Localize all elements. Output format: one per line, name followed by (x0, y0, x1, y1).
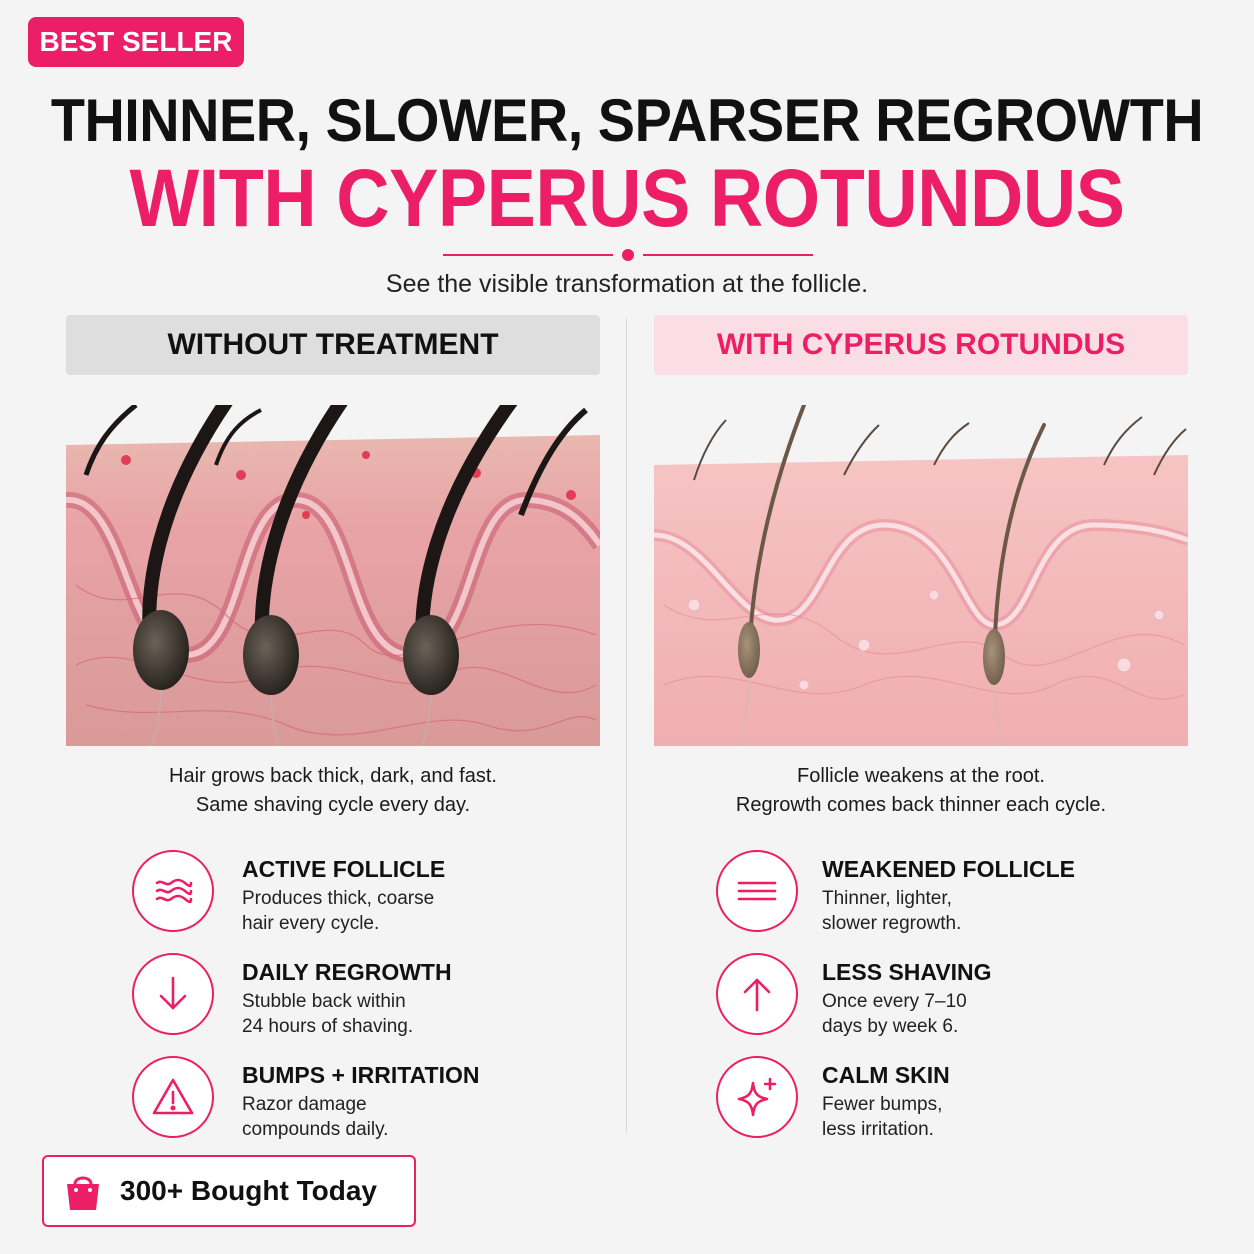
feature-desc-line: slower regrowth. (822, 913, 962, 934)
feature-desc-line: Once every 7–10 (822, 991, 967, 1012)
feature-title: DAILY REGROWTH (242, 959, 452, 985)
feature-title: CALM SKIN (822, 1062, 950, 1088)
with-cyperus-caption: Follicle weakens at the root. Regrowth c… (654, 762, 1188, 820)
feature-desc-line: less irritation. (822, 1119, 934, 1140)
shopping-bag-icon (67, 1176, 99, 1210)
feature-desc-line: 24 hours of shaving. (242, 1016, 414, 1037)
feature-title: LESS SHAVING (822, 959, 992, 985)
headline-line-2: WITH CYPERUS ROTUNDUS (129, 153, 1125, 244)
feature-desc-line: Razor damage (242, 1094, 367, 1115)
without-treatment-features: ACTIVE FOLLICLE Produces thick, coarse h… (66, 850, 600, 1159)
caption-line: Regrowth comes back thinner each cycle. (735, 794, 1107, 816)
without-treatment-header: WITHOUT TREATMENT (66, 315, 600, 375)
subtitle: See the visible transformation at the fo… (385, 270, 869, 298)
feature-desc-line: compounds daily. (242, 1119, 389, 1140)
bought-today-label: 300+ Bought Today (120, 1175, 377, 1206)
with-cyperus-column: WITH CYPERUS ROTUNDUS (654, 315, 1188, 1159)
feature-desc-line: Fewer bumps, (822, 1094, 943, 1115)
feature-bumps-irritation: BUMPS + IRRITATION Razor damage compound… (66, 1056, 600, 1159)
feature-desc: Razor damage compounds daily. (242, 1092, 479, 1142)
column-divider (626, 318, 627, 1133)
untreated-skin-illustration (66, 405, 600, 746)
feature-title: WEAKENED FOLLICLE (822, 856, 1075, 882)
caption-line: Follicle weakens at the root. (797, 765, 1045, 787)
feature-desc-line: Produces thick, coarse (242, 888, 435, 909)
feature-desc: Produces thick, coarse hair every cycle. (242, 886, 445, 936)
feature-less-shaving: LESS SHAVING Once every 7–10 days by wee… (654, 953, 1188, 1056)
headline-divider (443, 249, 813, 261)
feature-title: BUMPS + IRRITATION (242, 1062, 480, 1088)
feature-desc-line: Thinner, lighter, (822, 888, 952, 909)
feature-title: ACTIVE FOLLICLE (242, 856, 446, 882)
caption-line: Hair grows back thick, dark, and fast. (169, 765, 497, 787)
with-cyperus-features: WEAKENED FOLLICLE Thinner, lighter, slow… (654, 850, 1188, 1159)
feature-desc-line: Stubble back within (242, 991, 406, 1012)
feature-calm-skin: CALM SKIN Fewer bumps, less irritation. (654, 1056, 1188, 1159)
feature-desc: Thinner, lighter, slower regrowth. (822, 886, 1075, 936)
feature-daily-regrowth: DAILY REGROWTH Stubble back within 24 ho… (66, 953, 600, 1056)
arrow-down-icon (132, 953, 214, 1035)
feature-desc: Stubble back within 24 hours of shaving. (242, 989, 452, 1039)
bought-today-banner: 300+ Bought Today (42, 1155, 416, 1227)
without-treatment-column: WITHOUT TREATMENT (66, 315, 600, 1159)
straight-lines-icon (716, 850, 798, 932)
feature-weakened-follicle: WEAKENED FOLLICLE Thinner, lighter, slow… (654, 850, 1188, 953)
best-seller-badge: BEST SELLER (28, 17, 244, 67)
feature-desc-line: hair every cycle. (242, 913, 380, 934)
feature-desc: Once every 7–10 days by week 6. (822, 989, 992, 1039)
wave-lines-icon (132, 850, 214, 932)
sparkle-icon (716, 1056, 798, 1138)
with-cyperus-header: WITH CYPERUS ROTUNDUS (654, 315, 1188, 375)
treated-skin-illustration (654, 405, 1188, 746)
headline-line-1: THINNER, SLOWER, SPARSER REGROWTH (50, 87, 1204, 154)
feature-active-follicle: ACTIVE FOLLICLE Produces thick, coarse h… (66, 850, 600, 953)
caption-line: Same shaving cycle every day. (195, 794, 471, 816)
feature-desc-line: days by week 6. (822, 1016, 959, 1037)
without-treatment-caption: Hair grows back thick, dark, and fast. S… (66, 762, 600, 820)
warning-triangle-icon (132, 1056, 214, 1138)
arrow-up-icon (716, 953, 798, 1035)
feature-desc: Fewer bumps, less irritation. (822, 1092, 950, 1142)
